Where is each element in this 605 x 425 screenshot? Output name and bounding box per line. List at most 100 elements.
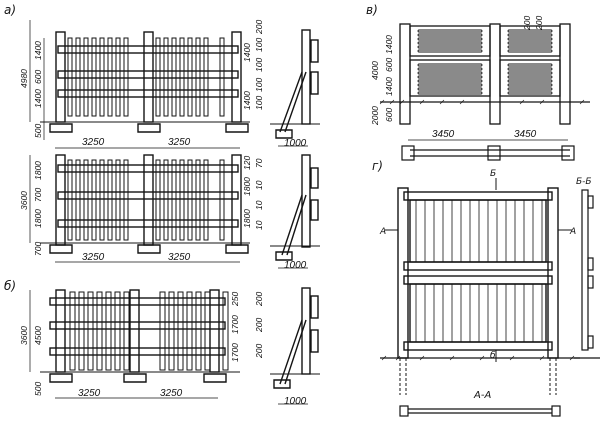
dim-1000: 1000 <box>284 396 307 407</box>
slab-slot <box>507 79 553 83</box>
slab-slot <box>507 87 553 91</box>
slab-slot <box>507 29 553 33</box>
slab-slot <box>417 91 483 95</box>
dim-700: 700 <box>33 242 43 256</box>
panel-v-concrete-fence: в) 4000 2000 1400 600 1400 600 200 200 <box>366 3 590 161</box>
dim-100: 100 <box>254 78 264 92</box>
picket <box>107 37 113 117</box>
picket <box>179 37 185 117</box>
dim-700: 700 <box>33 188 43 202</box>
dim-200: 200 <box>534 16 544 31</box>
post <box>547 187 559 359</box>
slab-slot <box>507 71 553 75</box>
section-mark-a: А <box>569 227 576 237</box>
side-post <box>301 29 311 125</box>
rail <box>49 321 226 330</box>
side-rail <box>310 199 319 221</box>
picket <box>75 159 81 241</box>
slab-slot <box>507 83 553 87</box>
rail <box>57 191 239 200</box>
post <box>55 289 66 373</box>
dim-span-v: 3450 <box>514 129 537 140</box>
plan-post <box>561 145 575 161</box>
panel-a-fence: а) 4980 1400 600 1400 500 3250 3250 <box>4 3 320 149</box>
side-rail <box>310 295 319 319</box>
slab-slot <box>507 75 553 79</box>
slab-slot <box>417 87 483 91</box>
dim-span: 3250 <box>168 137 191 148</box>
picket <box>203 159 209 241</box>
section-title-bb: Б-Б <box>576 177 592 187</box>
dim-200: 200 <box>254 318 264 333</box>
dim-span: 3250 <box>82 252 105 263</box>
slab <box>409 59 491 97</box>
section-aa-post <box>399 405 409 417</box>
slab-slot <box>417 75 483 79</box>
plan-post <box>487 145 501 161</box>
side-rail <box>310 39 319 63</box>
dim-3600: 3600 <box>19 326 29 345</box>
slab-slot <box>507 41 553 45</box>
picket <box>83 159 89 241</box>
dim-200: 200 <box>254 292 264 307</box>
picket <box>159 291 166 371</box>
slab-slot <box>417 33 483 37</box>
section-aa-post <box>551 405 561 417</box>
section-title-aa: А-А <box>473 390 491 401</box>
post <box>231 154 242 246</box>
dim-10: 10 <box>254 180 264 190</box>
post <box>143 154 154 246</box>
dim-1400: 1400 <box>384 35 394 54</box>
picket <box>155 159 161 241</box>
slab-slot <box>507 45 553 49</box>
picket <box>123 159 129 241</box>
panel-a-lower-fence: 3600 1800 700 1800 700 3250 3250 120 180… <box>19 154 320 271</box>
picket <box>171 37 177 117</box>
strut <box>279 319 303 385</box>
picket <box>203 37 209 117</box>
post <box>209 289 220 373</box>
dim-120: 120 <box>242 156 252 170</box>
dim-600: 600 <box>384 58 394 72</box>
side-post <box>301 154 311 248</box>
rail <box>403 275 553 285</box>
rail <box>403 261 553 271</box>
dim-600: 600 <box>384 108 394 122</box>
post <box>489 23 501 125</box>
post <box>399 23 411 125</box>
dim-500: 500 <box>33 124 43 138</box>
dim-10: 10 <box>254 200 264 210</box>
slab-slot <box>417 83 483 87</box>
dim-span: 3250 <box>82 137 105 148</box>
rail <box>57 70 239 79</box>
picket <box>222 291 229 371</box>
rail <box>49 347 226 356</box>
picket <box>195 159 201 241</box>
slab-slot <box>417 37 483 41</box>
dim-1000: 1000 <box>284 260 307 271</box>
picket <box>219 159 225 241</box>
picket <box>83 37 89 117</box>
post <box>129 289 140 373</box>
rail <box>49 297 226 306</box>
dim-1800: 1800 <box>242 177 252 196</box>
dim-500: 500 <box>33 382 43 396</box>
picket <box>123 291 130 371</box>
picket <box>163 159 169 241</box>
picket <box>204 291 211 371</box>
dim-10: 10 <box>254 220 264 230</box>
rail <box>57 89 239 98</box>
dim-1800: 1800 <box>33 209 43 228</box>
section-mark-b: Б <box>490 169 496 179</box>
picket <box>115 37 121 117</box>
rail <box>57 219 239 228</box>
rail <box>403 191 553 201</box>
dim-100: 100 <box>254 96 264 110</box>
picket <box>171 159 177 241</box>
dim-1400: 1400 <box>242 91 252 110</box>
slab <box>499 25 561 57</box>
picket <box>168 291 175 371</box>
picket <box>187 159 193 241</box>
dim-200: 200 <box>254 20 264 35</box>
